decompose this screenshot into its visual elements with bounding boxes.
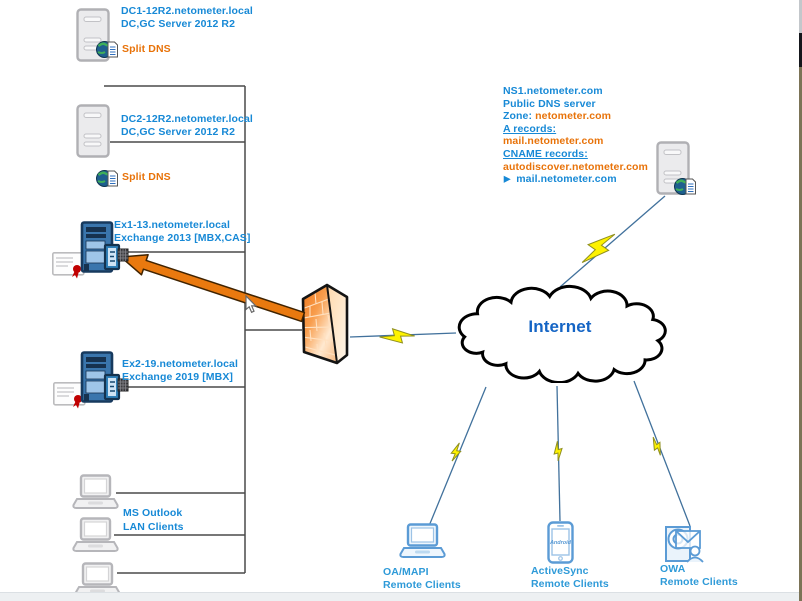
dc1-role: DC,GC Server 2012 R2 [121, 17, 236, 30]
lan-laptop-icon[interactable] [72, 517, 119, 553]
oamapi-line1: OA/MAPI [383, 566, 429, 578]
lan-laptop-icon[interactable] [72, 474, 119, 510]
oamapi-label: OA/MAPI Remote Clients [383, 566, 461, 591]
ns1-name: NS1.netometer.com [503, 85, 603, 97]
ns1-zone-value: netometer.com [535, 110, 612, 123]
owa-line1: OWA [660, 563, 686, 575]
owa-outlook-icon[interactable] [665, 526, 704, 563]
ex1-name: Ex1-13.netometer.local [114, 219, 231, 231]
dc1-dns-icon[interactable] [95, 40, 119, 59]
ex2-role: Exchange 2019 [MBX] [122, 370, 234, 383]
arrow-bullet-icon: ▶ [503, 174, 511, 185]
ex2-certificate-icon[interactable] [52, 381, 86, 410]
ex1-certificate-icon[interactable] [51, 252, 85, 280]
oamapi-line2: Remote Clients [383, 578, 461, 591]
firewall-icon[interactable] [301, 283, 349, 365]
lan-line1: MS Outlook [123, 507, 183, 519]
ex2-label: Ex2-19.netometer.local Exchange 2019 [MB… [122, 358, 238, 383]
ex1-role: Exchange 2013 [MBX,CAS] [114, 231, 251, 244]
dc1-split-dns-tag: Split DNS [122, 43, 171, 55]
right-edge-scrollbar-thumb[interactable] [799, 33, 802, 67]
right-edge-border [799, 67, 802, 601]
owa-label: OWA Remote Clients [660, 563, 738, 588]
ns1-cname-heading: CNAME records: [503, 147, 588, 160]
ex2-name: Ex2-19.netometer.local [122, 358, 239, 370]
ns1-zone-label: Zone: [503, 110, 533, 123]
lan-line2: LAN Clients [123, 521, 184, 533]
ns1-zone-row: Zone: netometer.com [503, 110, 648, 123]
dc1-name: DC1-12R2.netometer.local [121, 5, 253, 17]
bottom-edge-bar [0, 592, 799, 601]
ex1-label: Ex1-13.netometer.local Exchange 2013 [MB… [114, 219, 251, 244]
dc2-server-icon[interactable] [76, 104, 110, 158]
dc2-label: DC2-12R2.netometer.local DC,GC Server 20… [121, 113, 253, 138]
ns1-dns-icon[interactable] [673, 177, 697, 196]
right-edge-track [799, 0, 802, 33]
ns1-info-block: NS1.netometer.com Public DNS server Zone… [503, 85, 648, 186]
ns1-cname-record: autodiscover.netometer.com [503, 160, 648, 173]
activesync-label: ActiveSync Remote Clients [531, 565, 609, 590]
highlight-arrow [120, 254, 306, 323]
link-internet-ns1 [559, 195, 666, 288]
lightning-bolt-icon [550, 440, 566, 462]
cursor-icon [245, 294, 258, 314]
link-internet-oamapi [428, 386, 487, 527]
activesync-line2: Remote Clients [531, 577, 609, 590]
internet-label: Internet [528, 317, 592, 336]
link-internet-owa [633, 380, 691, 527]
lan-bus-lines [104, 85, 302, 574]
phone-os-label: Android [549, 540, 572, 546]
dc1-label: DC1-12R2.netometer.local DC,GC Server 20… [121, 5, 253, 30]
lightning-bolt-icon [576, 223, 620, 273]
ns1-a-heading: A records: [503, 122, 557, 135]
ns1-role: Public DNS server [503, 97, 596, 110]
oamapi-laptop-icon[interactable] [399, 523, 446, 559]
ns1-cname-target: mail.netometer.com [516, 173, 617, 186]
dc2-name: DC2-12R2.netometer.local [121, 113, 253, 125]
dc2-role: DC,GC Server 2012 R2 [121, 125, 236, 138]
ns1-a-record: mail.netometer.com [503, 135, 604, 148]
firewall-bricks [303, 291, 337, 356]
lightning-bolt-icon [647, 435, 667, 457]
dc2-split-dns-tag: Split DNS [122, 171, 171, 183]
dc2-dns-icon[interactable] [95, 169, 119, 188]
internet-cloud-shape[interactable] [459, 286, 665, 382]
activesync-line1: ActiveSync [531, 565, 589, 577]
activesync-phone-icon[interactable]: Android [547, 521, 574, 564]
ns1-cname-target-row: ▶ mail.netometer.com [503, 173, 648, 186]
owa-line2: Remote Clients [660, 575, 738, 588]
lan-clients-label: MS Outlook LAN Clients [123, 506, 184, 534]
